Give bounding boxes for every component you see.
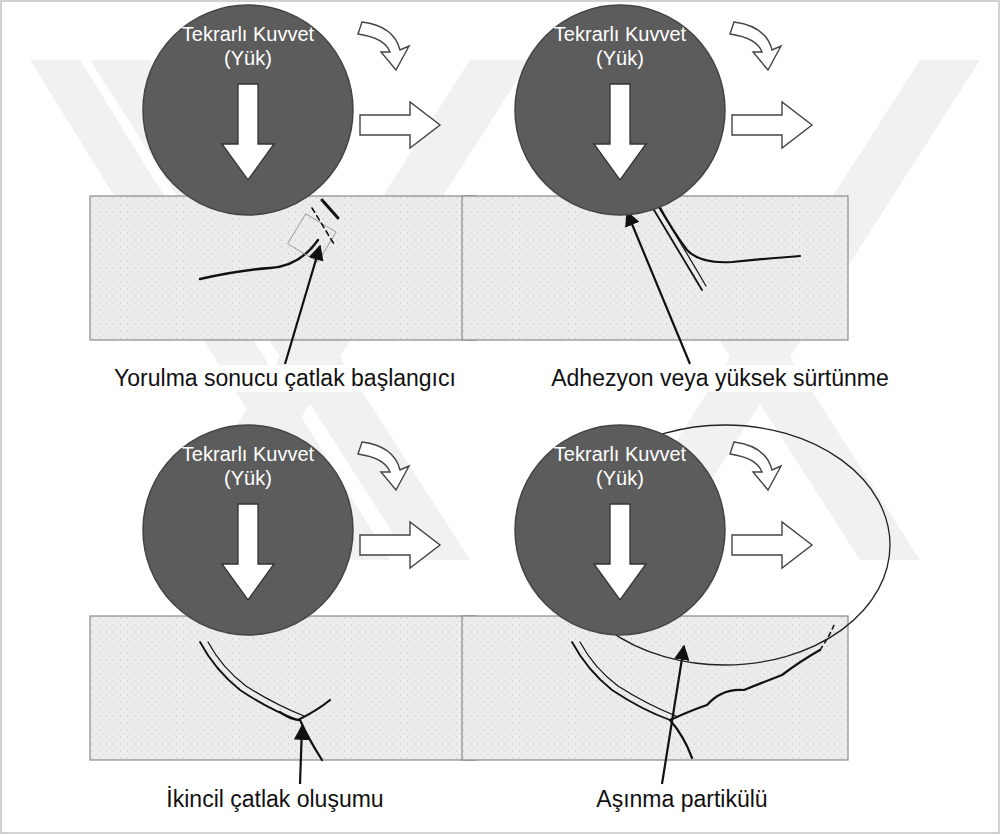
load-arrow	[222, 504, 274, 600]
leader-arrow	[300, 726, 302, 784]
roller-label: Tekrarlı Kuvvet (Yük)	[552, 424, 688, 490]
crack-line	[670, 720, 692, 758]
rotation-arrow	[358, 442, 409, 490]
load-arrow	[222, 84, 274, 180]
motion-arrow	[732, 522, 812, 568]
load-roller: Tekrarlı Kuvvet (Yük)	[514, 424, 726, 636]
roller-circle	[515, 425, 725, 635]
load-roller: Tekrarlı Kuvvet (Yük)	[142, 424, 354, 636]
rotation-arrow	[730, 22, 781, 70]
caption-label: Aşınma partikülü	[593, 786, 770, 813]
rotation-arrow	[358, 22, 409, 70]
load-arrow	[594, 84, 646, 180]
rotation-arrow	[730, 442, 781, 490]
load-roller: Tekrarlı Kuvvet (Yük)	[514, 4, 726, 216]
roller-label: Tekrarlı Kuvvet (Yük)	[180, 4, 316, 70]
crack-line	[200, 240, 318, 279]
crack-line	[208, 642, 304, 716]
roller-circle	[515, 5, 725, 215]
load-roller: Tekrarlı Kuvvet (Yük)	[142, 4, 354, 216]
leader-arrow	[627, 212, 690, 364]
crack-line	[820, 625, 834, 650]
crack-line	[280, 712, 300, 720]
caption-label: Adhezyon veya yüksek sürtünme	[548, 365, 892, 392]
roller-circle	[143, 5, 353, 215]
roller-label: Tekrarlı Kuvvet (Yük)	[180, 424, 316, 490]
crack-line	[312, 208, 334, 244]
leader-arrow	[285, 246, 320, 364]
crack-line	[670, 650, 820, 720]
crack-line	[300, 720, 322, 760]
surface-block	[462, 196, 848, 340]
roller-circle	[143, 425, 353, 635]
motion-arrow	[732, 102, 812, 148]
load-arrow	[594, 504, 646, 600]
crack-line	[648, 200, 702, 290]
surface-block	[462, 616, 848, 760]
crack-line	[580, 642, 676, 716]
surface-block	[90, 196, 476, 340]
crack-line	[322, 200, 338, 218]
motion-arrow	[360, 102, 440, 148]
crack-line	[298, 700, 330, 720]
crack-line	[288, 214, 336, 262]
crack-line	[658, 204, 800, 262]
roller-label: Tekrarlı Kuvvet (Yük)	[552, 4, 688, 70]
motion-arrow	[360, 522, 440, 568]
surface-block	[90, 616, 476, 760]
leader-arrow	[662, 646, 684, 784]
caption-label: Yorulma sonucu çatlak başlangıcı	[111, 365, 459, 392]
caption-label: İkincil çatlak oluşumu	[163, 786, 386, 813]
